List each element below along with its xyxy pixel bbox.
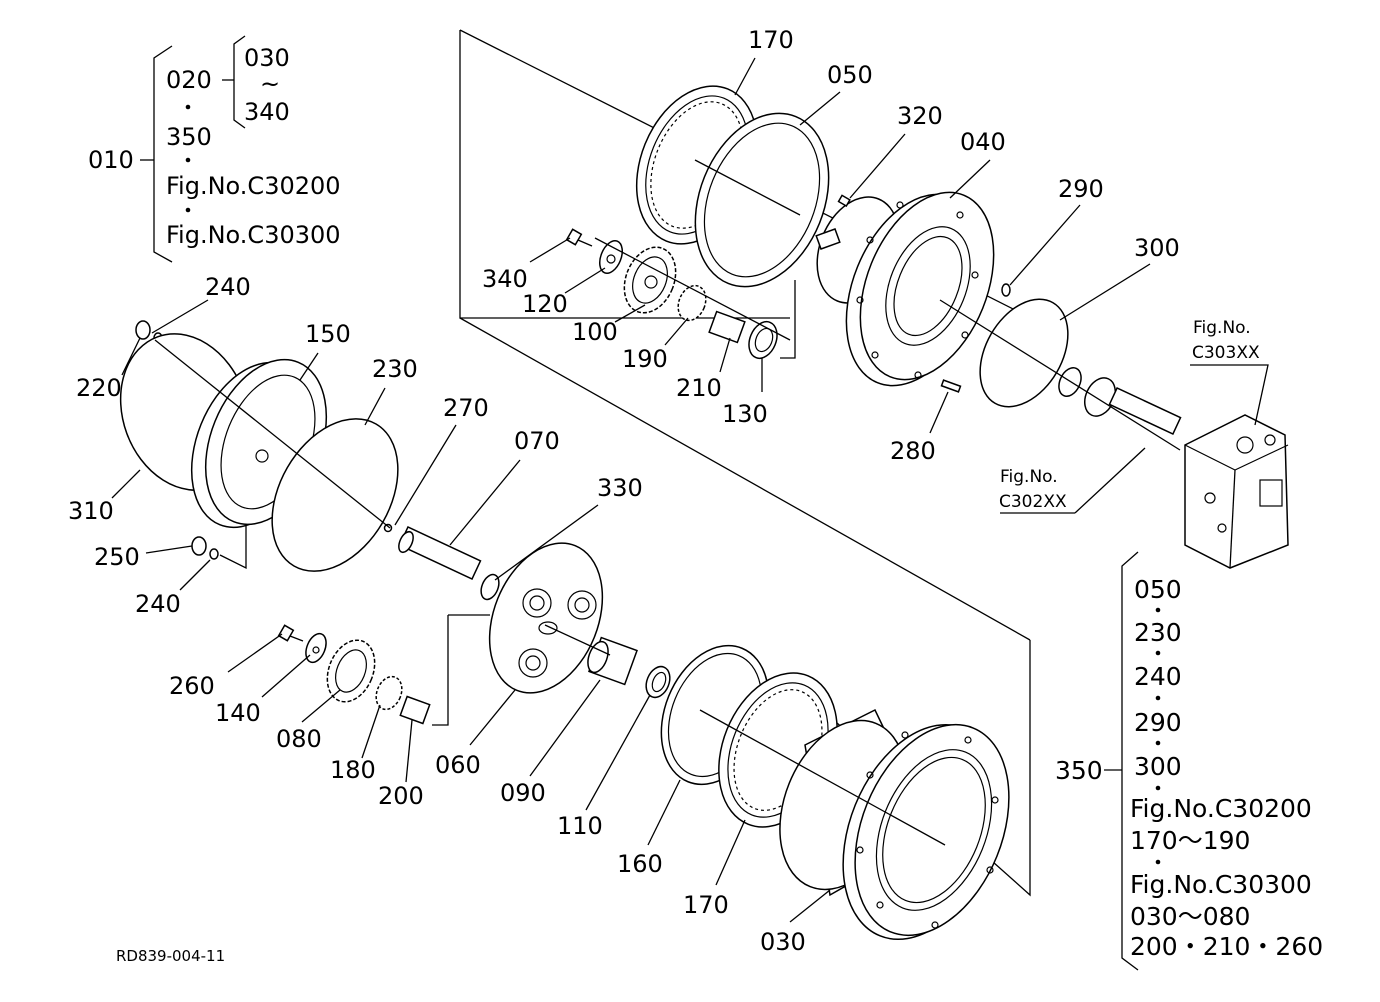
- group-350-item: 300: [1134, 752, 1182, 781]
- callout-170: 170: [748, 26, 794, 54]
- callout-labels: 170 050 320 040 290 300 340 120 100 190 …: [68, 26, 1180, 956]
- callout-100: 100: [572, 318, 618, 346]
- figure-references: Fig.No. C303XX Fig.No. C302XX: [999, 318, 1260, 512]
- group-010: 010 020 350 Fig.No.C30200 Fig.No.C30300 …: [88, 35, 341, 263]
- part-290-o-ring: [1001, 283, 1011, 297]
- group-010-item: Fig.No.C30300: [166, 221, 341, 249]
- group-010-label: 010: [88, 146, 134, 174]
- callout-110: 110: [557, 812, 603, 840]
- part-090-gear: [587, 636, 638, 686]
- callout-070: 070: [514, 427, 560, 455]
- callout-330: 330: [597, 474, 643, 502]
- part-200-bushing: [399, 695, 431, 725]
- group-350-item: 290: [1134, 708, 1182, 737]
- part-110-washer: [645, 665, 671, 699]
- callout-050: 050: [827, 61, 873, 89]
- part-280-pin: [940, 379, 962, 393]
- callout-300: 300: [1134, 234, 1180, 262]
- callout-240: 240: [205, 273, 251, 301]
- group-010-item: 350: [166, 123, 212, 151]
- part-140-washer: [305, 632, 327, 664]
- part-180-bearing: [375, 675, 403, 711]
- callout-310: 310: [68, 497, 114, 525]
- group-350-item: 050: [1134, 575, 1182, 604]
- group-350-item: Fig.No.C30200: [1130, 794, 1312, 823]
- group-020-tilde: ~: [260, 70, 280, 98]
- group-350-item: Fig.No.C30300: [1130, 870, 1312, 899]
- callout-250: 250: [94, 543, 140, 571]
- part-220-plug: [135, 320, 151, 340]
- group-350-label: 350: [1055, 756, 1103, 785]
- part-320-plug: [837, 194, 851, 207]
- callout-220: 220: [76, 374, 122, 402]
- callout-340: 340: [482, 265, 528, 293]
- callout-280: 280: [890, 437, 936, 465]
- callout-200: 200: [378, 782, 424, 810]
- fig-ref-label: Fig.No.: [1193, 318, 1251, 338]
- group-350-item: 240: [1134, 662, 1182, 691]
- part-100-gear: [623, 246, 677, 314]
- group-010-item: 020: [166, 66, 212, 94]
- group-350-item: 170～190: [1130, 826, 1250, 855]
- callout-270: 270: [443, 394, 489, 422]
- callout-170: 170: [683, 891, 729, 919]
- group-350-item: 200・210・260: [1130, 932, 1323, 961]
- callout-240: 240: [135, 590, 181, 618]
- callout-120: 120: [522, 290, 568, 318]
- center-lines: [154, 159, 1181, 846]
- part-340-bolt: [565, 228, 593, 247]
- callout-180: 180: [330, 756, 376, 784]
- callout-320: 320: [897, 102, 943, 130]
- group-350-item: 230: [1134, 618, 1182, 647]
- callout-140: 140: [215, 699, 261, 727]
- group-020-from: 030: [244, 44, 290, 72]
- part-valve-block: [1184, 414, 1289, 569]
- group-350: 350 050 230 240 290 300 Fig.No.C30200 17…: [1055, 551, 1323, 971]
- callout-160: 160: [617, 850, 663, 878]
- fig-ref-number: C303XX: [1192, 343, 1260, 363]
- callout-210: 210: [676, 374, 722, 402]
- part-080-gear: [326, 639, 376, 703]
- group-350-item: 030～080: [1130, 902, 1250, 931]
- part-040-housing: [815, 191, 995, 387]
- fig-ref-label: Fig.No.: [1000, 467, 1058, 487]
- part-070-shaft: [398, 526, 482, 580]
- callout-150: 150: [305, 320, 351, 348]
- callout-130: 130: [722, 400, 768, 428]
- part-250-plug: [191, 536, 207, 556]
- callout-040: 040: [960, 128, 1006, 156]
- part-210-bushing: [708, 310, 746, 344]
- callout-260: 260: [169, 672, 215, 700]
- part-240-o-ring-lower: [209, 548, 219, 560]
- drawing-code: RD839-004-11: [116, 947, 225, 965]
- part-260-bolt: [277, 624, 304, 642]
- fig-ref-number: C302XX: [999, 492, 1067, 512]
- group-020-to: 340: [244, 98, 290, 126]
- part-330-snap-ring: [480, 573, 500, 601]
- part-shaft-bearings: [1058, 367, 1182, 435]
- callout-030: 030: [760, 928, 806, 956]
- callout-190: 190: [622, 345, 668, 373]
- callout-290: 290: [1058, 175, 1104, 203]
- callout-060: 060: [435, 751, 481, 779]
- leader-lines: [111, 57, 1269, 923]
- group-010-item: Fig.No.C30200: [166, 172, 341, 200]
- callout-230: 230: [372, 355, 418, 383]
- part-270-ball: [383, 523, 393, 533]
- callout-090: 090: [500, 779, 546, 807]
- part-130-washer: [748, 320, 778, 360]
- part-060-carrier: [488, 542, 604, 694]
- part-190-bearing: [677, 284, 707, 322]
- callout-080: 080: [276, 725, 322, 753]
- part-050-ring: [694, 112, 830, 288]
